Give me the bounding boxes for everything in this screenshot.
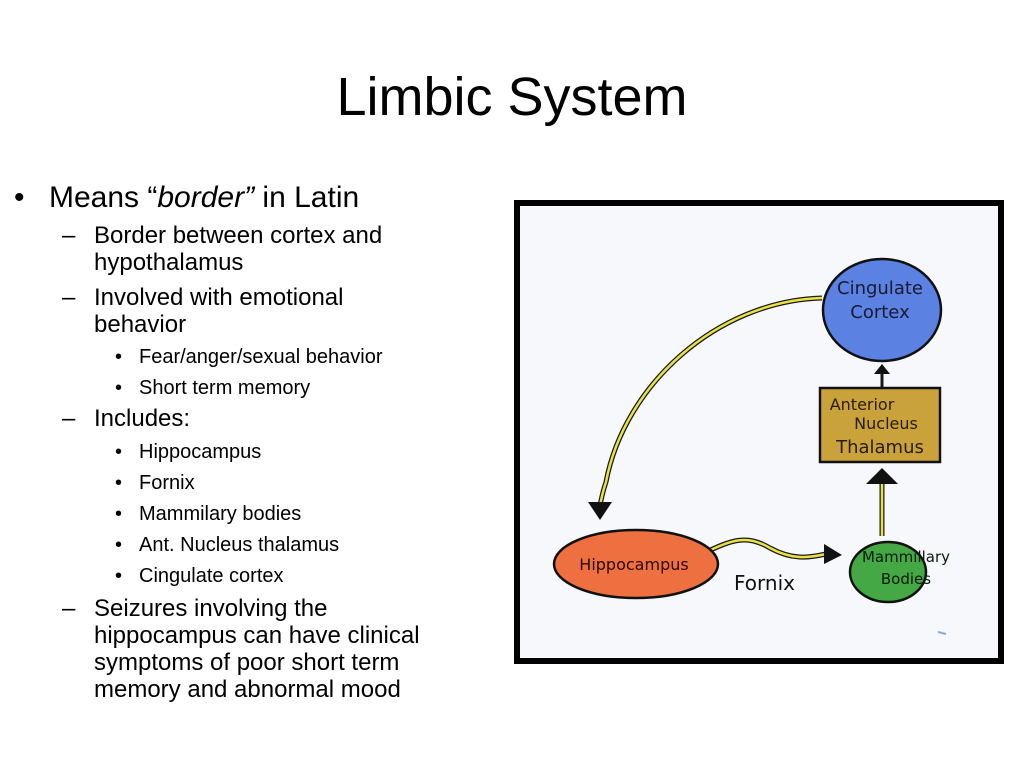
arrowhead-down xyxy=(588,502,612,520)
anterior-label-2: Nucleus xyxy=(854,414,918,433)
item-fornix: Fornix xyxy=(139,472,195,494)
subbullet-emotional: Involved with emotional xyxy=(94,284,344,311)
dot-marker: • xyxy=(115,503,123,525)
pathway-to-hippocampus xyxy=(598,296,823,507)
arrowhead-right xyxy=(824,544,842,564)
anterior-nucleus-thalamus-node xyxy=(818,386,942,464)
mammillary-label-1: Mammillary xyxy=(862,548,950,566)
fornix-pathway xyxy=(703,538,827,559)
bullet-list: • Means “border” in Latin – Border betwe… xyxy=(0,0,500,768)
fornix-outline xyxy=(702,537,827,560)
mammillary-label-2: Bodies xyxy=(881,570,931,588)
dash-marker: – xyxy=(62,284,76,311)
item-ant-nucleus: Ant. Nucleus thalamus xyxy=(139,534,340,556)
anterior-label-1: Anterior xyxy=(830,395,895,414)
arrowhead-up xyxy=(866,468,898,484)
dot-marker: • xyxy=(115,346,123,368)
bullet-marker: • xyxy=(14,181,25,214)
pathway-outline xyxy=(597,295,823,507)
subbullet-border-between-cont: hypothalamus xyxy=(94,249,244,276)
hippocampus-node xyxy=(552,528,720,600)
item-cingulate: Cingulate cortex xyxy=(139,565,284,587)
cingulate-label-2: Cortex xyxy=(850,302,910,323)
dot-marker: • xyxy=(115,534,123,556)
subbullet-includes: Includes: xyxy=(94,405,191,432)
bullet-text: in Latin xyxy=(254,181,360,214)
dot-marker: • xyxy=(115,565,123,587)
bullet-border-meaning: Means “border” in Latin xyxy=(49,181,359,215)
subbullet-seizures: Seizures involving the xyxy=(94,595,328,622)
limbic-diagram: Cingulate Cortex Anterior Nucleus Thalam… xyxy=(514,200,1004,664)
fornix-label: Fornix xyxy=(734,571,795,595)
cingulate-cortex-node xyxy=(821,257,943,363)
dot-marker: • xyxy=(115,472,123,494)
cingulate-label-1: Cingulate xyxy=(837,278,923,299)
subbullet-seizures-cont-1: hippocampus can have clinical xyxy=(94,622,420,649)
limbic-diagram-svg: Cingulate Cortex Anterior Nucleus Thalam… xyxy=(552,257,950,635)
anterior-label-3: Thalamus xyxy=(835,437,924,458)
bullet-emphasis: border” xyxy=(157,181,255,214)
hippocampus-label: Hippocampus xyxy=(579,555,688,574)
subbullet-seizures-cont-2: symptoms of poor short term xyxy=(94,649,400,676)
subbullet-emotional-cont: behavior xyxy=(94,311,187,338)
dot-marker: • xyxy=(115,377,123,399)
dash-marker: – xyxy=(62,222,76,249)
slide-title: Limbic System xyxy=(336,67,688,127)
subbullet-border-between: Border between cortex and xyxy=(94,222,383,249)
dash-marker: – xyxy=(62,595,76,622)
item-mammilary-bodies: Mammilary bodies xyxy=(139,503,302,525)
bullet-text: Means “ xyxy=(49,181,158,214)
item-short-term-memory: Short term memory xyxy=(139,377,311,399)
arrowhead-up-small xyxy=(874,364,890,374)
item-hippocampus: Hippocampus xyxy=(139,441,262,463)
item-fear-anger: Fear/anger/sexual behavior xyxy=(139,346,383,368)
subbullet-seizures-cont-3: memory and abnormal mood xyxy=(94,676,401,703)
dot-marker: • xyxy=(115,441,123,463)
dash-marker: – xyxy=(62,405,76,432)
stray-mark xyxy=(937,631,947,635)
mammillary-bodies-node xyxy=(848,540,928,604)
